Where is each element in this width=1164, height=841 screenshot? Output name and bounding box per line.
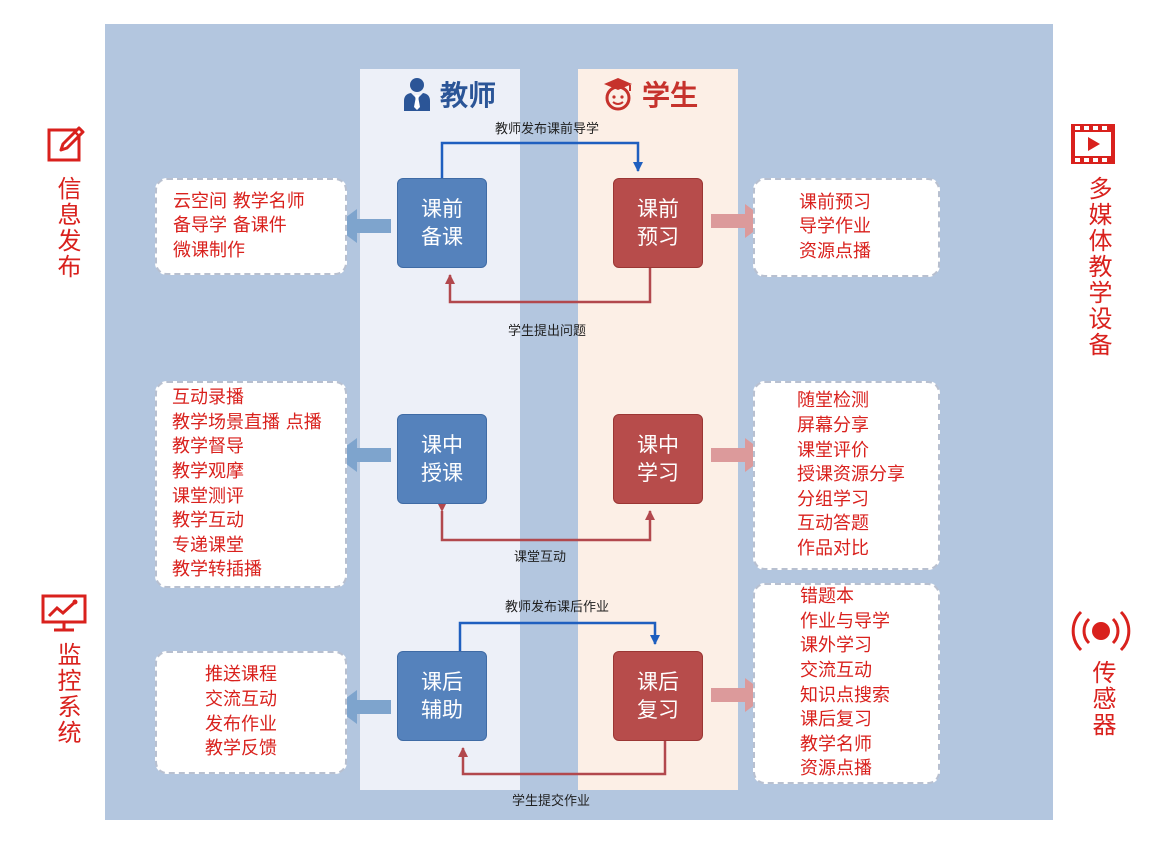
side-label-multimedia: 多媒体教学设备 <box>1084 176 1112 358</box>
flow-label-post-forward: 教师发布课后作业 <box>505 600 610 615</box>
node-post-student-line1: 课后 <box>637 670 679 694</box>
list-item: 备导学 备课件 <box>173 215 287 237</box>
arrow-pre-teacher-list <box>334 209 391 243</box>
list-item: 授课资源分享 <box>797 464 905 486</box>
arrow-pre-forward <box>440 141 643 178</box>
sensor-signal-icon <box>1071 610 1131 652</box>
node-post-teacher-line2: 辅助 <box>421 698 463 722</box>
arrow-pre-back <box>445 268 652 304</box>
list-item: 课堂测评 <box>172 485 244 507</box>
list-item: 互动录播 <box>172 387 244 409</box>
node-mid-teacher-line2: 授课 <box>421 461 463 485</box>
list-item: 课后复习 <box>800 709 872 731</box>
list-item: 专递课堂 <box>172 534 244 556</box>
list-post-teacher: 推送课程 交流互动 发布作业 教学反馈 <box>155 651 347 774</box>
list-item: 课前预习 <box>799 191 871 213</box>
list-item: 教学名师 <box>800 733 872 755</box>
list-item: 课外学习 <box>800 635 872 657</box>
list-item: 交流互动 <box>800 659 872 681</box>
node-mid-student-line1: 课中 <box>637 433 679 457</box>
list-item: 教学场景直播 点播 <box>172 411 322 433</box>
list-mid-teacher: 互动录播 教学场景直播 点播 教学督导 教学观摩 课堂测评 教学互动 专递课堂 … <box>155 381 347 588</box>
edit-icon <box>47 126 85 162</box>
list-item: 分组学习 <box>797 488 869 510</box>
arrow-mid-interaction <box>437 502 655 542</box>
list-item: 资源点播 <box>799 240 871 262</box>
flow-label-post-back: 学生提交作业 <box>512 794 591 809</box>
node-pre-student: 课前 预习 <box>613 178 703 268</box>
list-pre-student: 课前预习 导学作业 资源点播 <box>753 178 940 277</box>
student-title-text: 学生 <box>642 79 699 112</box>
teacher-icon <box>404 78 430 111</box>
list-item: 课堂评价 <box>797 439 869 461</box>
list-item: 云空间 教学名师 <box>173 190 305 212</box>
node-mid-teacher: 课中 授课 <box>397 414 487 504</box>
arrow-post-forward <box>458 621 660 651</box>
list-item: 教学反馈 <box>205 738 277 760</box>
list-item: 资源点播 <box>800 758 872 780</box>
node-mid-student-line2: 学习 <box>637 461 679 485</box>
list-item: 教学观摩 <box>172 460 244 482</box>
list-item: 导学作业 <box>799 216 871 238</box>
node-pre-student-line2: 预习 <box>637 225 679 249</box>
side-label-info-release: 信息发布 <box>53 176 81 280</box>
list-item: 教学督导 <box>172 436 244 458</box>
teacher-column-title: 教师 <box>402 74 496 114</box>
student-column-title: 学生 <box>602 74 698 114</box>
arrow-post-teacher-list <box>334 690 391 724</box>
list-item: 微课制作 <box>173 239 245 261</box>
flow-label-pre-back: 学生提出问题 <box>508 324 587 339</box>
side-label-monitoring: 监控系统 <box>53 642 81 746</box>
node-post-teacher: 课后 辅助 <box>397 651 487 741</box>
monitor-chart-icon <box>41 594 87 632</box>
list-item: 教学互动 <box>172 510 244 532</box>
list-item: 教学转插播 <box>172 559 262 581</box>
side-label-sensor: 传感器 <box>1088 660 1116 738</box>
list-mid-student: 随堂检测 屏幕分享 课堂评价 授课资源分享 分组学习 互动答题 作品对比 <box>753 381 940 570</box>
arrow-post-back <box>458 741 667 776</box>
list-post-student: 错题本 作业与导学 课外学习 交流互动 知识点搜索 课后复习 教学名师 资源点播 <box>753 583 940 784</box>
node-pre-student-line1: 课前 <box>637 197 679 221</box>
list-item: 错题本 <box>800 586 854 608</box>
video-play-icon <box>1071 124 1115 164</box>
student-icon <box>604 78 632 111</box>
flow-label-pre-forward: 教师发布课前导学 <box>495 122 600 137</box>
list-item: 作业与导学 <box>800 610 890 632</box>
list-item: 知识点搜索 <box>800 684 890 706</box>
arrow-mid-teacher-list <box>334 438 391 472</box>
node-pre-teacher-line2: 备课 <box>421 225 463 249</box>
list-item: 发布作业 <box>205 713 277 735</box>
node-mid-student: 课中 学习 <box>613 414 703 504</box>
node-post-teacher-line1: 课后 <box>421 670 463 694</box>
list-item: 推送课程 <box>205 664 277 686</box>
list-item: 屏幕分享 <box>797 415 869 437</box>
node-pre-teacher: 课前 备课 <box>397 178 487 268</box>
teacher-title-text: 教师 <box>440 79 497 112</box>
list-item: 随堂检测 <box>797 390 869 412</box>
list-item: 作品对比 <box>797 537 869 559</box>
node-post-student-line2: 复习 <box>637 698 679 722</box>
node-mid-teacher-line1: 课中 <box>421 433 463 457</box>
node-pre-teacher-line1: 课前 <box>421 197 463 221</box>
node-post-student: 课后 复习 <box>613 651 703 741</box>
flow-label-mid: 课堂互动 <box>514 550 567 565</box>
list-pre-teacher: 云空间 教学名师 备导学 备课件 微课制作 <box>155 178 347 275</box>
list-item: 互动答题 <box>797 513 869 535</box>
list-item: 交流互动 <box>205 688 277 710</box>
